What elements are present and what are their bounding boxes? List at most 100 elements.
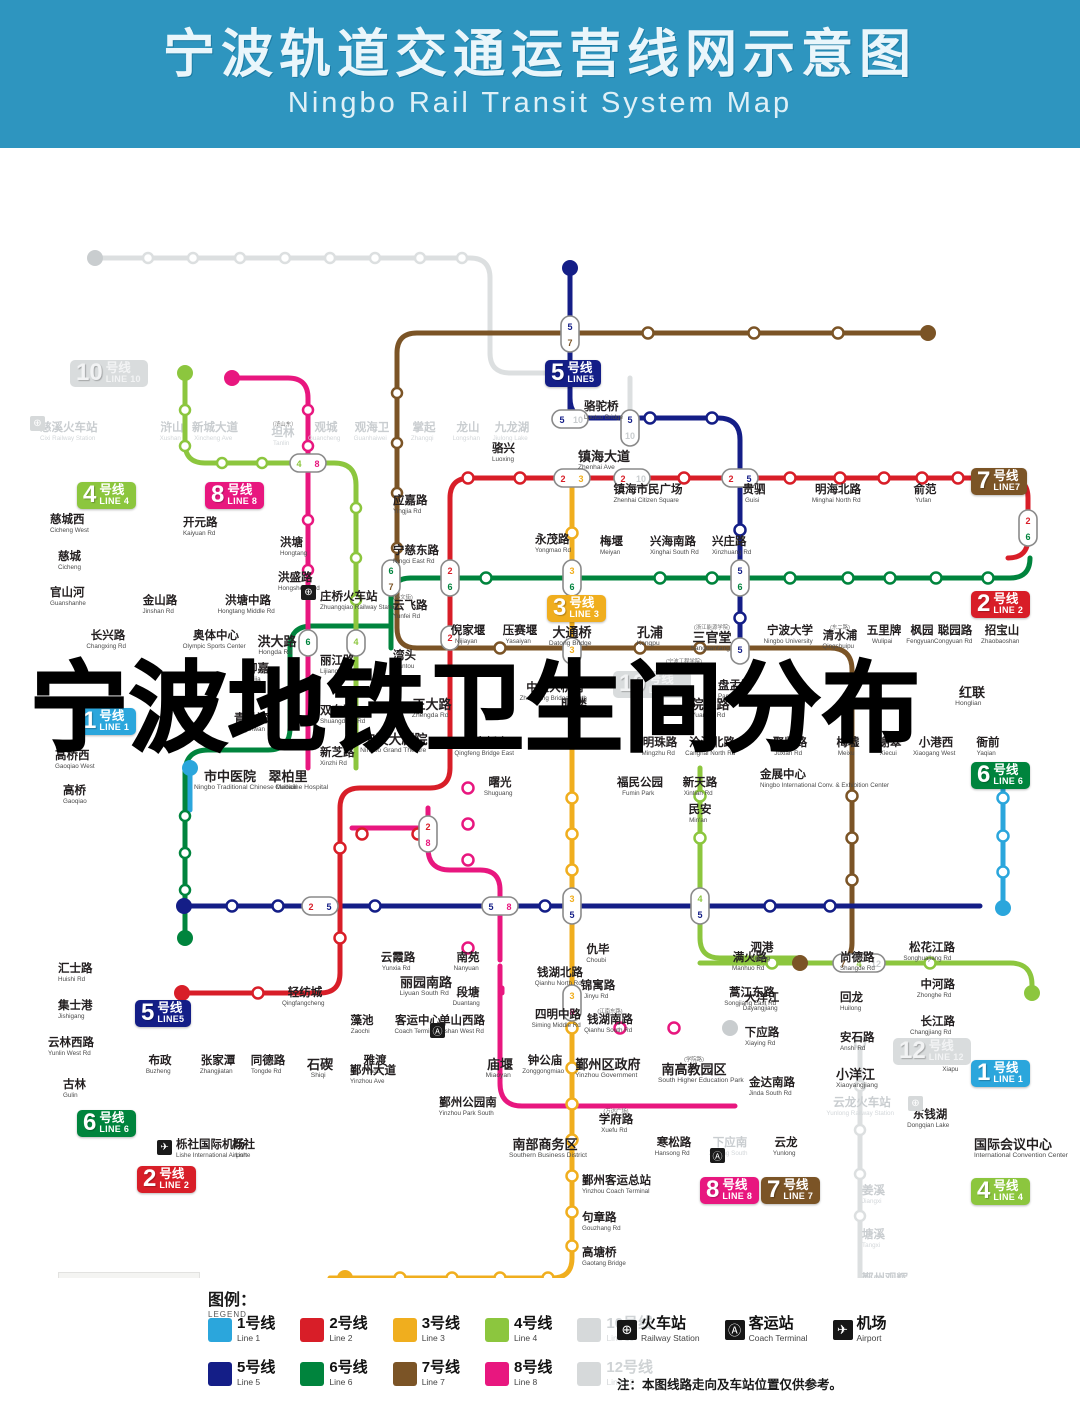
- station-label[interactable]: 兴庄路Xinzhuang Rd: [712, 536, 753, 556]
- station-label[interactable]: 曙光Shuguang: [464, 777, 536, 797]
- legend-facility-item[interactable]: Ⓐ客运站Coach Terminal: [724, 1316, 808, 1343]
- map-canvas[interactable]: 57 510 510 48 23 210 25: [0, 148, 1080, 1428]
- station-label[interactable]: 雅渡Yadu: [339, 1055, 411, 1075]
- station-label[interactable]: 钱湖北路Qianhu North Rd: [524, 967, 596, 987]
- station-label[interactable]: 布政Buzheng: [124, 1055, 196, 1075]
- station-label[interactable]: 丽江路Lijiang Rd: [320, 655, 355, 675]
- station-label[interactable]: 宁慈东路Ningci East Rd: [393, 545, 439, 565]
- station-label[interactable]: 慈溪火车站Cixi Railway Station: [40, 422, 98, 442]
- station-label[interactable]: 湾头Wantou: [393, 650, 416, 670]
- station-label[interactable]: 庆丰桥东Qingfeng Bridge East: [450, 737, 522, 757]
- station-label[interactable]: 丽园南路Liyuan South Rd: [390, 976, 462, 997]
- station-label[interactable]: 招宝山Zhaobaoshan: [966, 625, 1038, 645]
- station-label[interactable]: 国际会议中心International Convention Center: [974, 1138, 1068, 1159]
- line-badge-2[interactable]: 2号线LINE 2: [971, 591, 1031, 619]
- station-label[interactable]: 石碶Shiqi: [284, 1058, 356, 1079]
- legend-line-item[interactable]: 6号线Line 6: [300, 1360, 368, 1387]
- station-label[interactable]: 中兴大桥南Zhongxing Bridge South: [519, 682, 591, 702]
- station-label[interactable]: 新城大道Xincheng Ave: [179, 422, 251, 442]
- station-label[interactable]: 高桥Gaoqiao: [63, 785, 88, 805]
- station-label[interactable]: 明珠路Mingzhu Rd: [624, 737, 696, 757]
- station-label[interactable]: 满火路Manhuo Rd: [714, 952, 786, 972]
- station-label[interactable]: 五里牌Wulipai: [848, 625, 920, 645]
- line-badge-5[interactable]: 5号线LINE5: [545, 360, 602, 388]
- legend-facility-item[interactable]: ⊕火车站Railway Station: [617, 1316, 700, 1343]
- station-label[interactable]: 压赛堰Yasaiyan: [484, 625, 556, 645]
- station-label[interactable]: 慈城西Cicheng West: [50, 514, 91, 534]
- legend-line-item[interactable]: 7号线Line 7: [392, 1360, 460, 1387]
- line-badge-1[interactable]: 1号线LINE 1: [971, 1060, 1031, 1088]
- station-label[interactable]: 鄞州公园南Yinzhou Park South: [432, 1097, 504, 1117]
- station-label[interactable]: 沧海北路Canghai North Rd: [676, 737, 748, 757]
- station-label[interactable]: 安石路Anshi Rd: [840, 1032, 875, 1052]
- station-label[interactable]: 观城Guancheng: [290, 422, 362, 442]
- station-label[interactable]: 掌起Zhangqi: [388, 422, 460, 442]
- station-label[interactable]: 洪盛路Hongsheng Rd: [278, 572, 322, 592]
- station-label[interactable]: 新芝路Xinzhi Rd: [320, 747, 355, 767]
- station-label[interactable]: 洪塘Hongtang: [280, 537, 309, 557]
- legend-line-item[interactable]: 3号线Line 3: [392, 1316, 460, 1343]
- legend-line-item[interactable]: 5号线Line 5: [208, 1360, 275, 1387]
- station-label[interactable]: 镇海市民广场Zhenhai Citizen Square: [612, 484, 684, 504]
- station-label[interactable]: 福民公园Fumin Park: [604, 777, 676, 797]
- station-label[interactable]: 贵驷Guisi: [718, 484, 790, 504]
- station-label[interactable]: 集士港Jishigang: [58, 1000, 93, 1020]
- station-label[interactable]: 浒山Xushan: [136, 422, 208, 442]
- station-label[interactable]: 镇海大道Zhenhai Ave: [578, 450, 630, 471]
- station-label[interactable]: 庄桥火车站Zhuangqiao Railway Station: [320, 591, 402, 611]
- station-label[interactable]: 正大路Zhengda Rd: [396, 698, 468, 719]
- line-badge-1[interactable]: 1号线LINE 1: [77, 708, 137, 736]
- station-label[interactable]: 寒松路Hansong Rd: [638, 1137, 710, 1157]
- line-badge-7[interactable]: 7号线LINE7: [971, 468, 1028, 496]
- station-label[interactable]: 栎社国际机场Lishe International Airport: [176, 1139, 248, 1159]
- station-label[interactable]: 洪塘中路Hongtang Middle Rd: [212, 595, 284, 615]
- station-label[interactable]: 句章路Gouzhang Rd: [582, 1212, 623, 1232]
- station-label[interactable]: （浒山东）坦林Tanlin: [247, 422, 319, 448]
- station-label[interactable]: 红联Honglian: [913, 686, 985, 707]
- line-badge-4[interactable]: 4号线LINE 4: [971, 1178, 1031, 1206]
- line-badge-8[interactable]: 8号线LINE 8: [700, 1177, 760, 1205]
- legend-facility-item[interactable]: ✈机场Airport: [832, 1316, 887, 1343]
- station-label[interactable]: 轻纺城Qingfangcheng: [269, 987, 341, 1007]
- station-label[interactable]: 聚贤路Juxian Rd: [754, 737, 826, 757]
- station-label[interactable]: 小洋江Xiaoyangjiang: [836, 1068, 880, 1089]
- station-label[interactable]: 段塘Duantang: [432, 987, 504, 1007]
- station-label[interactable]: 云霞路Yunxia Rd: [362, 952, 434, 972]
- station-label[interactable]: 梅墟Meixu: [812, 737, 884, 757]
- station-label[interactable]: 四明中路Siming Middle Rd: [522, 1009, 594, 1029]
- station-label[interactable]: 张家潭Zhangjiatan: [182, 1055, 254, 1075]
- station-label[interactable]: 汇士路Huishi Rd: [58, 963, 93, 983]
- line-badge-8[interactable]: 8号线LINE 8: [205, 482, 265, 510]
- station-label[interactable]: 尚德路Shangde Rd: [840, 952, 877, 972]
- station-label[interactable]: 孔浦Kongpu: [614, 626, 686, 647]
- station-label[interactable]: 开元路Kaiyuan Rd: [183, 517, 218, 537]
- station-label[interactable]: 鄞州区政府Yinzhou Government: [572, 1058, 644, 1079]
- station-label[interactable]: 姜溪Jiangxi: [862, 1185, 885, 1205]
- station-label[interactable]: 客运中心Coach Terminal: [382, 1015, 454, 1035]
- station-label[interactable]: 倪家堰Nijiayan: [432, 625, 504, 645]
- line-badge-6[interactable]: 6号线LINE 6: [77, 1110, 137, 1138]
- line-badge-4[interactable]: 4号线LINE 4: [77, 482, 137, 510]
- station-label[interactable]: 长江路Changjiang Rd: [883, 1016, 955, 1036]
- station-label[interactable]: 青林湾Qinglinwan: [234, 713, 269, 733]
- station-label[interactable]: 宁波大剧院Ningbo Grand Theatre: [359, 733, 431, 754]
- station-label[interactable]: 云龙Yunlong: [750, 1137, 822, 1157]
- station-label[interactable]: 中河路Zhonghe Rd: [883, 979, 955, 999]
- station-label[interactable]: 南苑Nanyuan: [432, 952, 504, 972]
- station-label[interactable]: 塘溪Tangxi: [862, 1229, 885, 1249]
- station-label[interactable]: 回龙Huilong: [840, 992, 863, 1012]
- station-label[interactable]: 官山河Guanshanhe: [50, 587, 88, 607]
- station-label[interactable]: 云龙火车站Yunlong Railway Station: [826, 1097, 898, 1117]
- station-label[interactable]: 奥体中心Olympic Sports Center: [180, 630, 252, 650]
- station-label[interactable]: 谢翠Xiecui: [854, 737, 926, 757]
- station-label[interactable]: 观海卫Guanhaiwei: [336, 422, 408, 442]
- station-label[interactable]: 锦寓路Jinyu Rd: [562, 980, 634, 1000]
- station-label[interactable]: 钟公庙Zonggongmiao: [509, 1055, 581, 1075]
- station-label[interactable]: 东钱湖Dongqian Lake: [894, 1109, 966, 1129]
- line-badge-2[interactable]: 2号线LINE 2: [137, 1166, 197, 1194]
- station-label[interactable]: 兴海南路Xinghai South Rd: [650, 536, 701, 556]
- station-label[interactable]: 民安Min'an: [664, 804, 736, 824]
- station-label[interactable]: 新天路Xintian Rd: [664, 777, 736, 797]
- station-label[interactable]: 应嘉路Yingjia Rd: [393, 495, 428, 515]
- line-badge-3[interactable]: 3号线LINE 3: [547, 595, 607, 623]
